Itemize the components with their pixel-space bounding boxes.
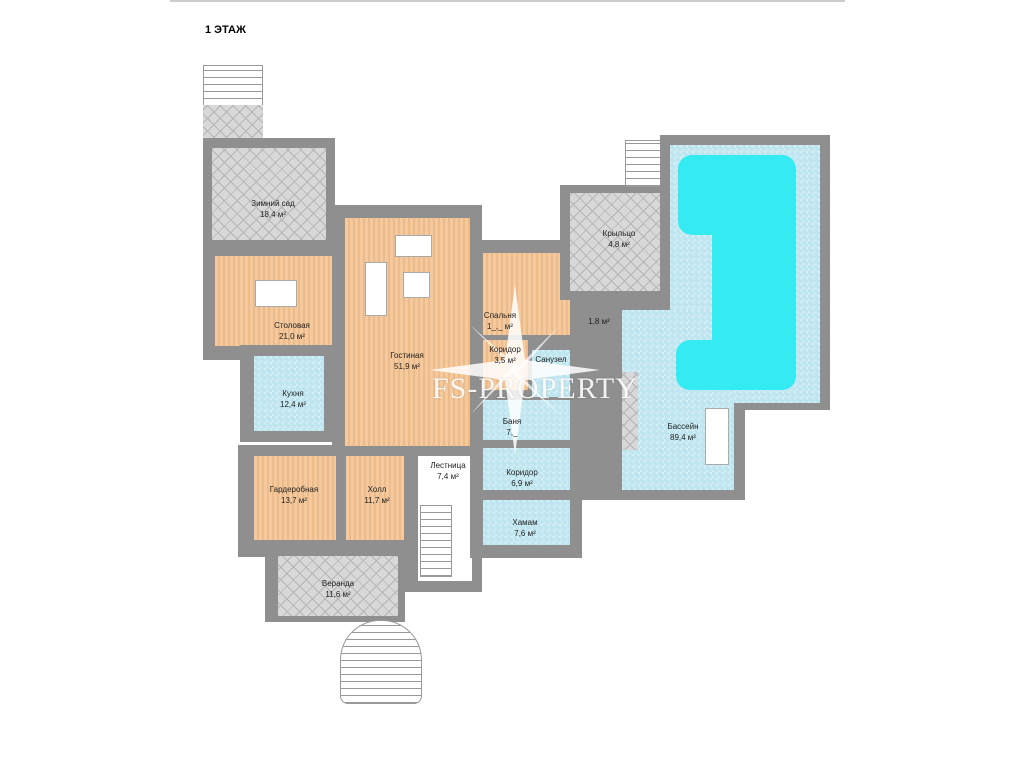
- coffee-table: [403, 272, 430, 298]
- room-label-service-stair: 1,8 м²: [588, 317, 610, 326]
- sofa: [395, 235, 432, 257]
- hammam-floor: [483, 500, 570, 545]
- bath-floor: [483, 400, 570, 440]
- wardrobe-floor: [254, 456, 336, 540]
- dining-table: [255, 280, 297, 307]
- pool-lounger: [622, 372, 638, 450]
- kitchen-floor: [254, 356, 324, 431]
- porch-floor: [570, 193, 666, 291]
- room-label-bathroom: Санузел: [535, 355, 567, 364]
- swimming-pool: [676, 340, 796, 390]
- veranda-floor: [278, 556, 398, 616]
- floor-title: 1 ЭТАЖ: [205, 24, 246, 36]
- sofa: [365, 262, 387, 316]
- staircase-steps: [420, 505, 452, 577]
- watermark-text: FS-PROPERTY: [432, 372, 638, 405]
- winter-garden-floor: [212, 148, 326, 240]
- garden-porch: [203, 105, 263, 140]
- watermark-star-logo: [430, 285, 600, 455]
- pool-sofa: [705, 408, 729, 465]
- front-stairs: [340, 620, 422, 704]
- corridor-2-floor: [483, 448, 570, 490]
- hall-floor: [346, 456, 404, 540]
- garden-stairs: [203, 65, 263, 107]
- bedroom-floor: [483, 253, 570, 335]
- top-divider: [170, 0, 845, 2]
- pool-hall-floor: [622, 310, 734, 490]
